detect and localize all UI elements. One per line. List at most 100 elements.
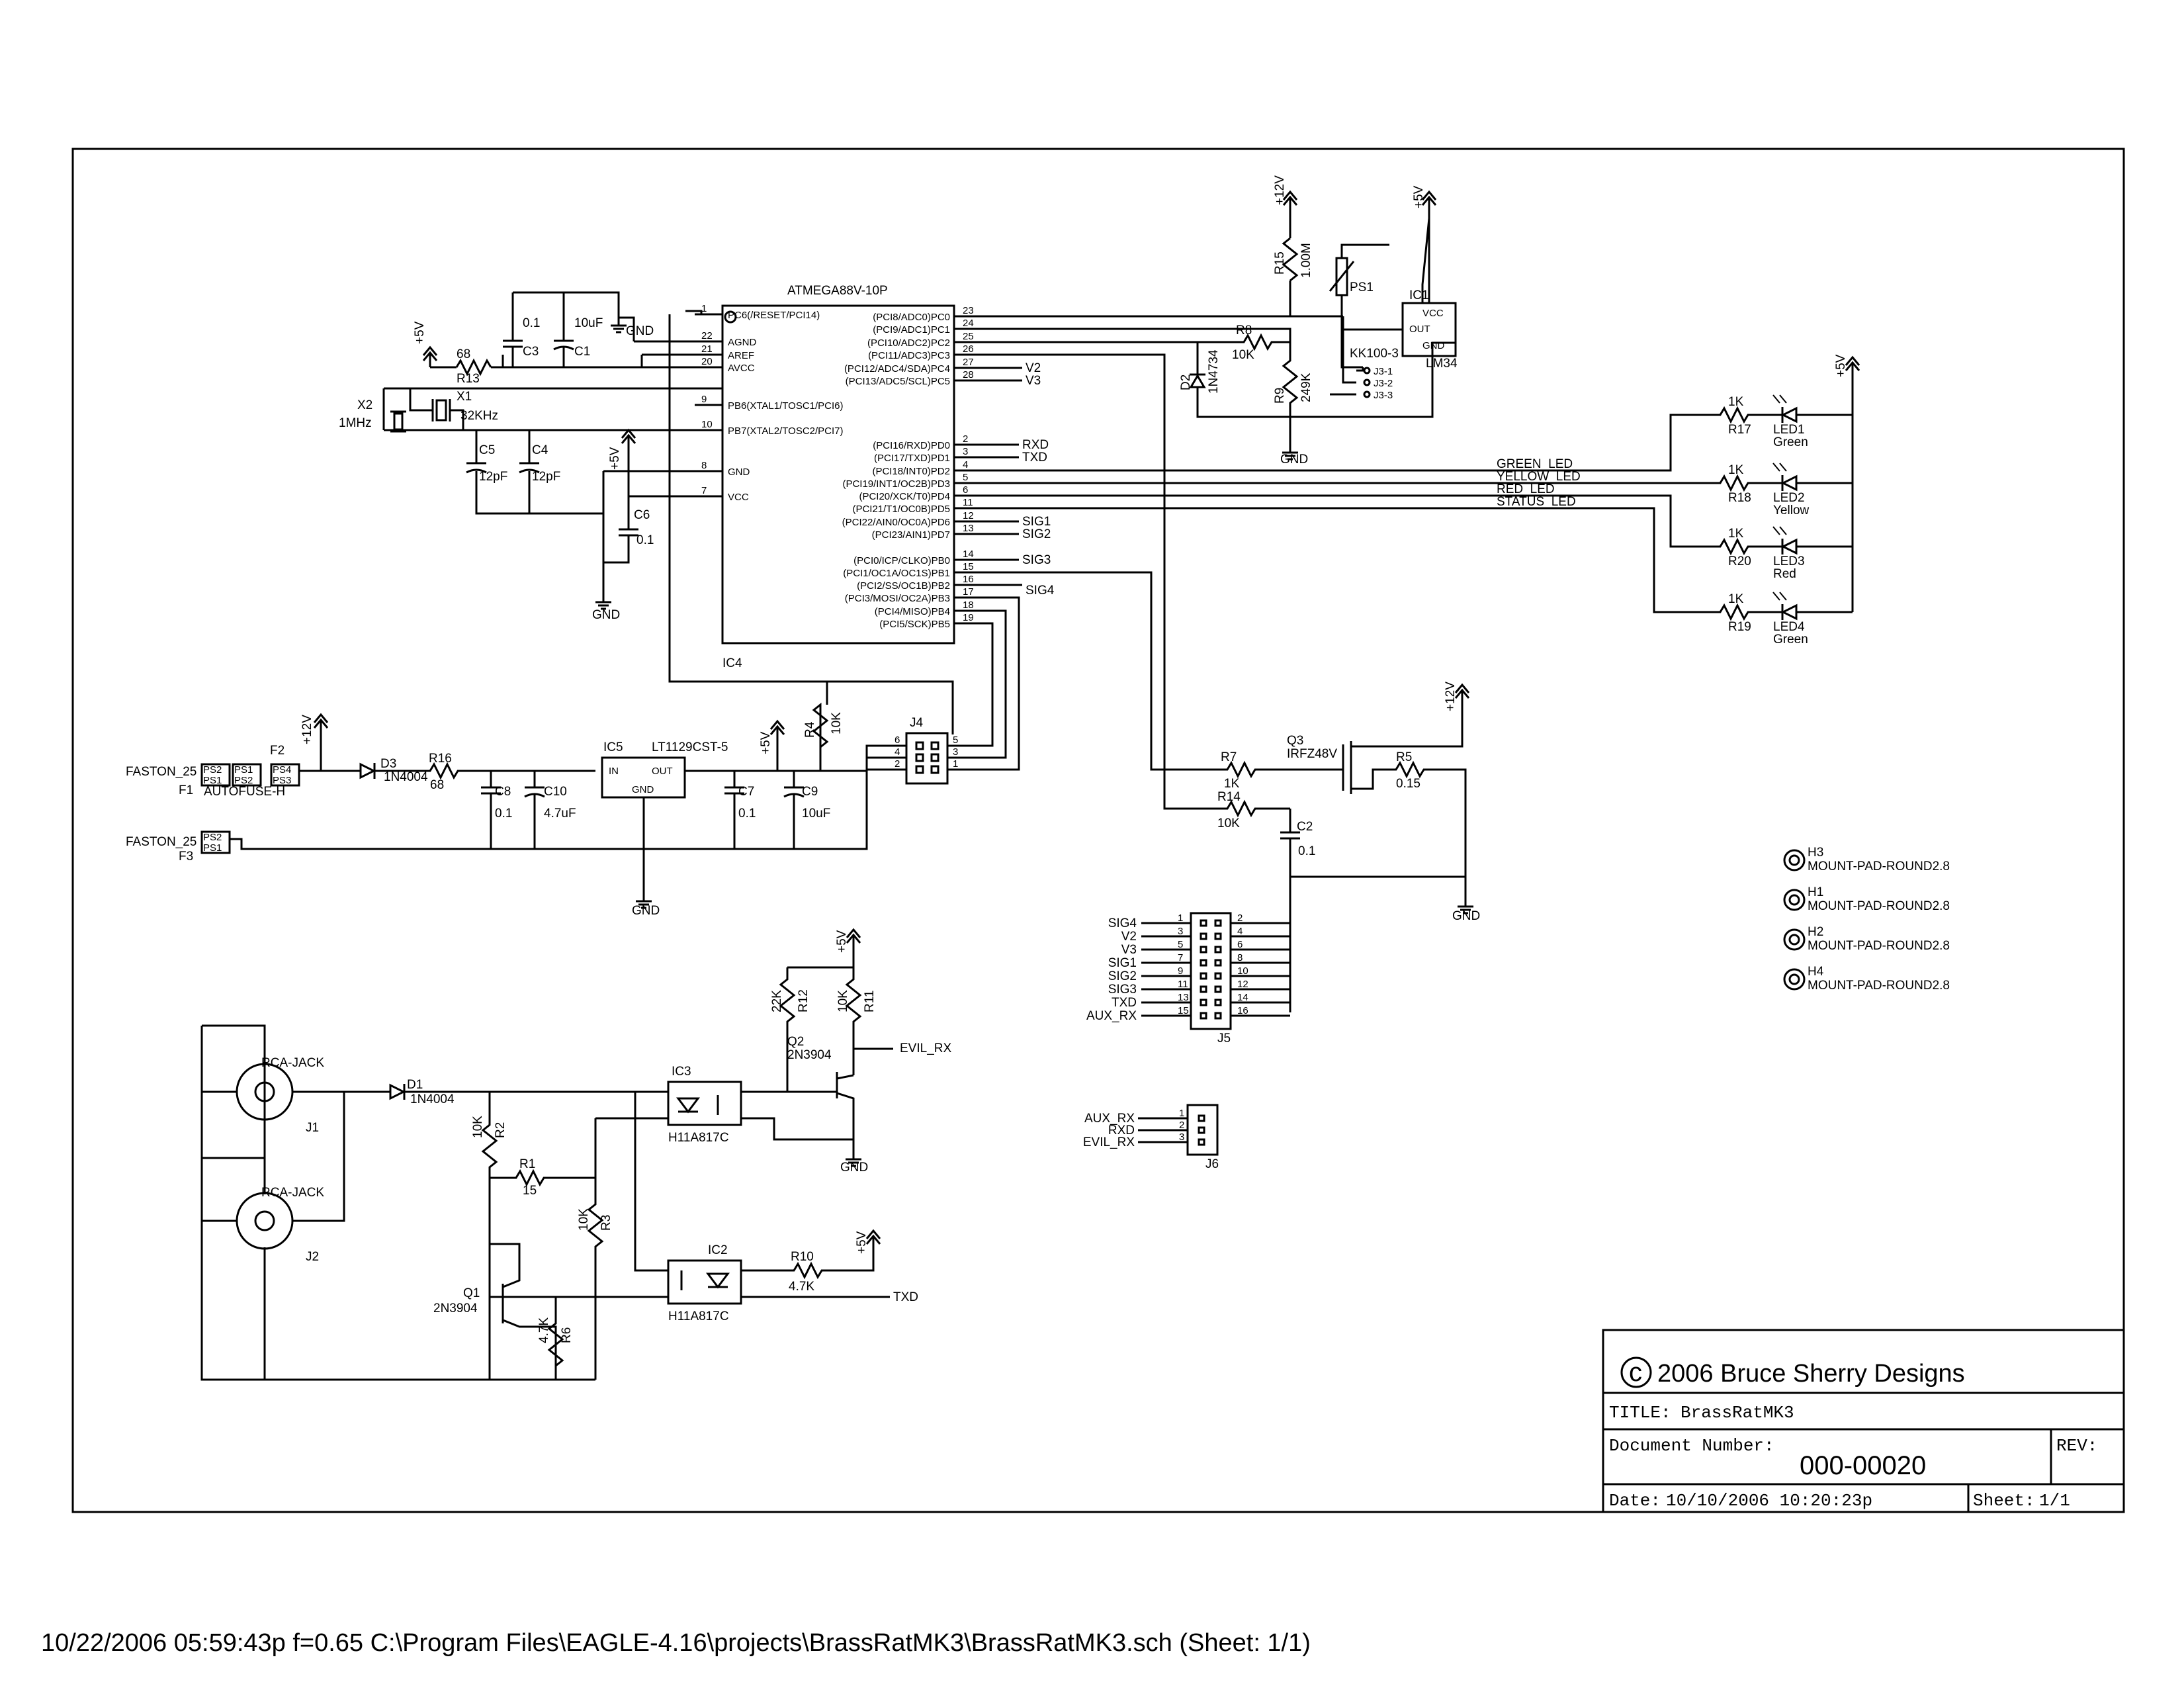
p12v-label-3: +12V (1444, 682, 1458, 711)
c4-ref: C4 (532, 443, 548, 457)
p5v-label-2: +5V (608, 447, 622, 470)
j1-val: RCA-JACK (261, 1056, 324, 1070)
r12-val: 22K (770, 990, 784, 1012)
ic4-pin-num: 9 (701, 394, 707, 405)
ic4-pin-label: (PCI4/MISO)PB4 (875, 606, 950, 617)
j3-1: J3-1 (1374, 366, 1393, 377)
ic4-pin-num: 26 (963, 343, 974, 355)
f2-pin-ps4: PS4 (273, 764, 291, 776)
net-rxd: RXD (1022, 438, 1049, 452)
r11-ref: R11 (863, 991, 877, 1012)
c1-ref: C1 (574, 345, 590, 359)
j5-pin-num: 2 (1237, 912, 1243, 924)
ic4-pin-num: 20 (701, 356, 713, 367)
r1-ref: R1 (519, 1157, 535, 1171)
ic4-pin-num: 2 (963, 433, 968, 445)
tb-title: BrassRatMK3 (1681, 1403, 1794, 1423)
tb-sheet-label: Sheet: (1973, 1491, 2035, 1511)
ic5-pin-in: IN (609, 766, 619, 777)
txd-label-ic2: TXD (893, 1290, 918, 1304)
p5v-label-4: +5V (1834, 354, 1848, 377)
net-green-led: GREEN_LED (1497, 457, 1573, 471)
j5-pin-num: 3 (1178, 926, 1183, 937)
p12v-label-1: +12V (1273, 175, 1287, 205)
ps1-ref: PS1 (1350, 281, 1374, 294)
led-icon (1780, 474, 1798, 492)
q1-ref: Q1 (463, 1286, 480, 1300)
ic4-pin-label: (PCI21/T1/OC0B)PD5 (852, 504, 950, 515)
c6-ref: C6 (634, 508, 650, 522)
ic4-microcontroller: ATMEGA88V-10P IC4 1PC6(/RESET/PCI14)22AG… (695, 284, 979, 670)
mount-ref: H2 (1808, 925, 1823, 939)
ic4-pin-num: 3 (963, 446, 968, 457)
ic4-pin-num: 19 (963, 612, 974, 623)
led-ref: LED1 (1773, 423, 1805, 437)
c7-val: 0.1 (738, 807, 756, 821)
c6-val: 0.1 (636, 533, 654, 547)
mount-val: MOUNT-PAD-ROUND2.8 (1808, 899, 1950, 913)
ic4-pin-num: 14 (963, 549, 974, 560)
ic4-pin-num: 5 (963, 472, 968, 483)
ic4-ref: IC4 (722, 656, 742, 670)
c4-val: 12pF (532, 470, 560, 484)
c8-val: 0.1 (495, 807, 512, 821)
mount-pad-icon (1783, 889, 1806, 911)
f2-pin-ps3: PS3 (273, 775, 291, 786)
net-v3: V3 (1026, 374, 1041, 388)
ic1-ref: IC1 (1409, 289, 1429, 302)
net-sig4: SIG4 (1026, 584, 1055, 598)
j3-2: J3-2 (1374, 378, 1393, 389)
c3-val: 0.1 (523, 316, 540, 330)
x1-ref: X1 (457, 390, 472, 404)
led-icon (1780, 538, 1798, 555)
led-icon (1780, 603, 1798, 621)
led-color: Green (1773, 435, 1808, 449)
ic4-pin-num: 23 (963, 305, 974, 316)
j6-pin-num: 2 (1179, 1120, 1184, 1131)
ic4-pin-label: (PCI8/ADC0)PC0 (873, 312, 950, 323)
j6-net-label: AUX_RX (1084, 1112, 1135, 1126)
j5-net-label: TXD (1112, 996, 1137, 1010)
f2-pin-ps1: PS1 (234, 764, 253, 776)
led-res-ref: R20 (1728, 555, 1751, 568)
ic4-pin-label: (PCI20/XCK/T0)PD4 (859, 491, 950, 502)
r3-ref: R3 (599, 1215, 613, 1231)
r5-ref: R5 (1396, 750, 1412, 764)
r13-val: 68 (457, 347, 470, 361)
resistor (1714, 603, 1783, 621)
c2-ref: C2 (1297, 820, 1313, 834)
ic4-pin-label: (PCI9/ADC1)PC1 (873, 324, 950, 335)
c10-val: 4.7uF (544, 807, 576, 821)
ic4-pin-label: AREF (728, 350, 754, 361)
ic4-pin-num: 22 (701, 330, 713, 341)
ic4-pin-num: 11 (963, 497, 973, 508)
gnd-label-r9: GND (1280, 453, 1308, 466)
p5v-label-1: +5V (413, 321, 427, 344)
mount-pad-icon (1783, 968, 1806, 991)
title-block: c 2006 Bruce Sherry Designs TITLE: Brass… (1602, 1329, 2125, 1513)
r3-val: 10K (577, 1208, 591, 1231)
j6-net-label: RXD (1108, 1124, 1135, 1137)
j4-pin-num: 4 (895, 746, 900, 758)
led-ref: LED3 (1773, 555, 1805, 568)
q2-ref: Q2 (787, 1035, 804, 1049)
r5-val: 0.15 (1396, 777, 1420, 791)
r12-ref: R12 (797, 989, 810, 1012)
x2-ref: X2 (357, 398, 372, 412)
ic4-pin-label: (PCI0/ICP/CLKO)PB0 (853, 555, 950, 566)
d3-val: 1N4004 (384, 770, 428, 784)
r16-val: 68 (430, 778, 444, 792)
f3-ref: F3 (179, 850, 193, 864)
r6-val: 4.7K (537, 1317, 551, 1343)
c5-ref: C5 (479, 443, 495, 457)
net-red-led: RED_LED (1497, 482, 1555, 496)
ic5-ref: IC5 (603, 740, 623, 754)
f1-val: FASTON_25 (126, 765, 197, 779)
sheet-frame (71, 148, 2125, 1513)
c9-val: 10uF (802, 807, 830, 821)
ic1-pin-out: OUT (1409, 324, 1430, 335)
j6-pin-num: 3 (1179, 1132, 1184, 1143)
ic5-pin-gnd: GND (632, 784, 654, 795)
gnd-label-ic3: GND (840, 1161, 868, 1175)
